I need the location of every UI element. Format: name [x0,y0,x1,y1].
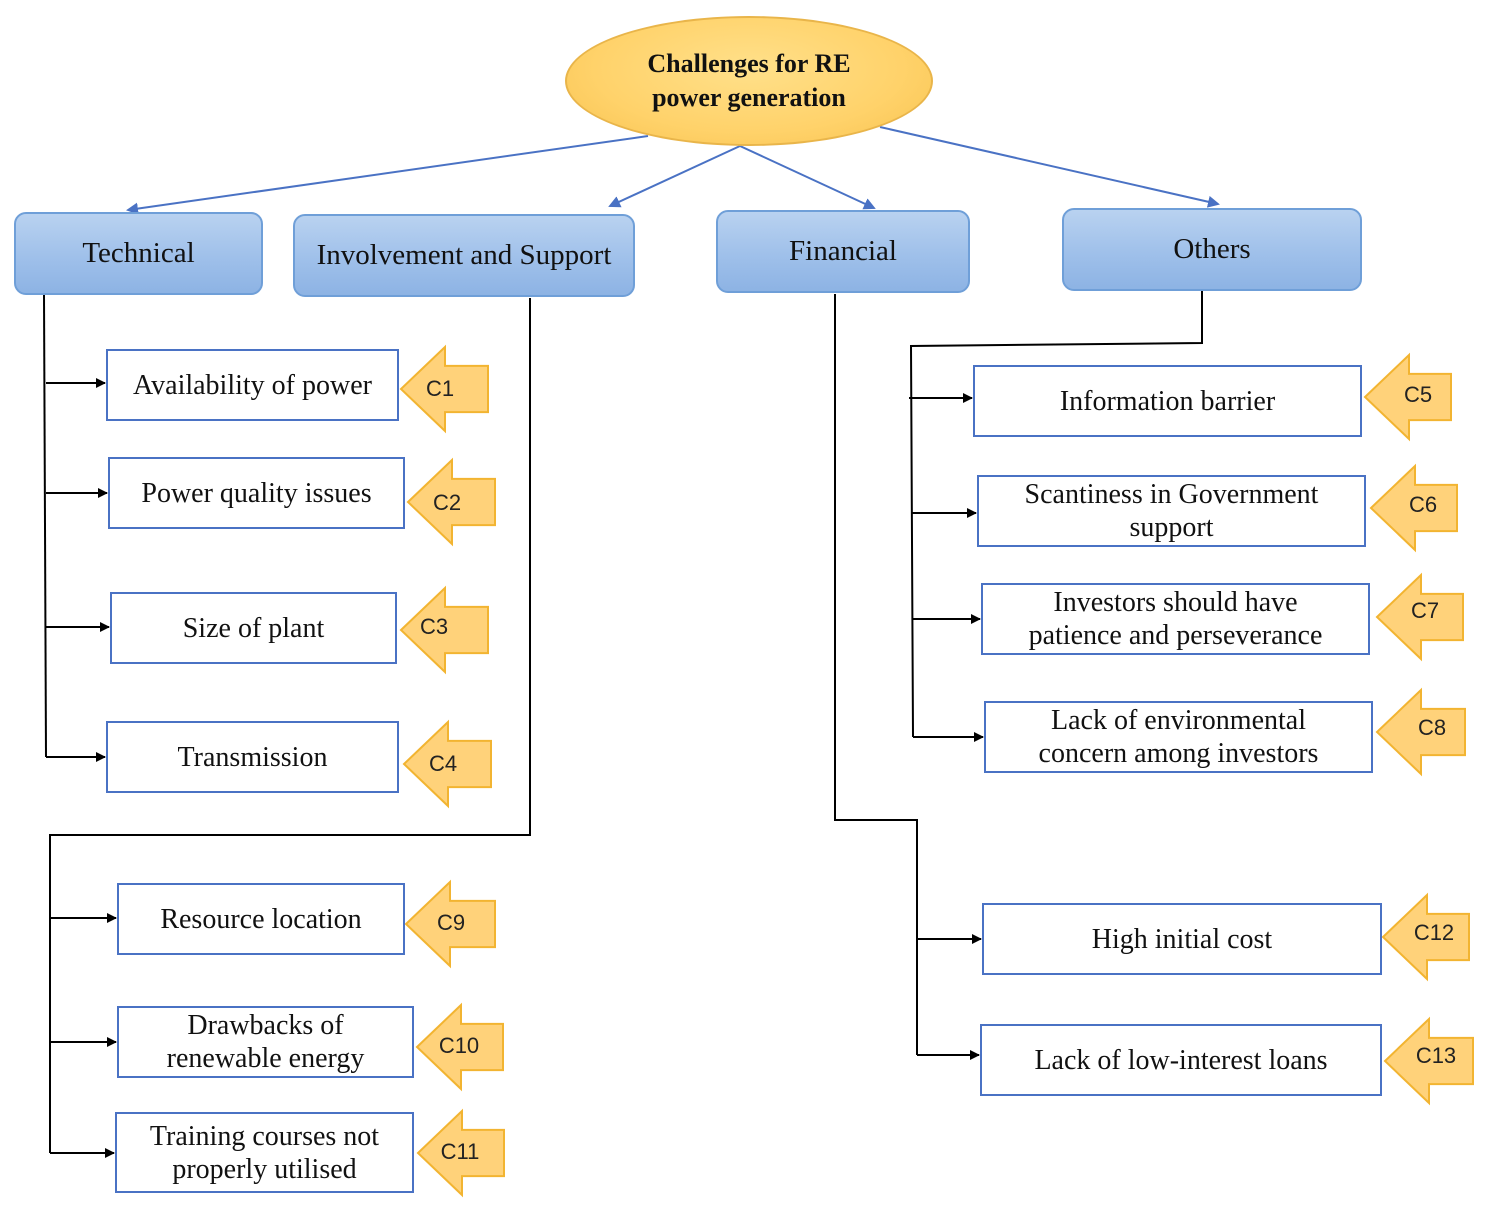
root-label: Challenges for RE power generation [647,49,851,112]
code-tag-c13: C13 [1415,1043,1457,1068]
code-arrow-shape-c2 [406,457,496,547]
code-arrow-shape-c6 [1369,463,1458,553]
category-involvement-and-support: Involvement and Support [293,214,635,297]
code-tag-c8: C8 [1417,715,1447,740]
root-to-financial-arrow [739,145,876,210]
code-tag-c10: C10 [438,1033,480,1058]
code-arrow-shape-c5 [1363,352,1452,442]
challenge-box-c8: Lack of environmental concern among inve… [984,701,1373,773]
challenge-box-c7: Investors should have patience and perse… [981,583,1370,655]
code-tag-c11: C11 [440,1139,480,1164]
challenge-box-c5: Information barrier [973,365,1362,437]
challenge-box-c2: Power quality issues [108,457,405,529]
code-arrow-shape-c11 [416,1108,505,1198]
category-financial: Financial [716,210,970,293]
challenge-box-c13: Lack of low-interest loans [980,1024,1382,1096]
others-trunk [909,291,1203,738]
code-arrow-shape-c12 [1381,892,1470,982]
code-arrow-shape-c4 [402,719,492,809]
code-arrow-shape-c10 [415,1002,504,1092]
code-tag-c9: C9 [436,910,466,935]
code-tag-arrows [399,344,1474,1198]
code-tag-c5: C5 [1403,382,1433,407]
root-to-involvement-arrow [608,145,741,208]
code-arrow-shape-c9 [404,879,496,969]
challenge-box-c1: Availability of power [106,349,399,421]
code-tag-c6: C6 [1408,492,1438,517]
root-node: Challenges for RE power generation [565,16,933,146]
code-arrow-shape-c8 [1375,687,1466,777]
code-tag-c3: C3 [419,614,449,639]
involvement-trunk [49,298,531,1153]
challenge-box-c6: Scantiness in Government support [977,475,1366,547]
code-arrow-shape-c7 [1375,572,1464,662]
code-tag-c2: C2 [432,490,462,515]
challenge-box-c3: Size of plant [110,592,397,664]
category-others: Others [1062,208,1362,291]
root-to-technical-arrow [126,135,649,215]
code-arrow-shape-c3 [399,585,489,675]
code-tag-c7: C7 [1410,598,1440,623]
technical-trunk [43,294,47,758]
code-arrow-shape-c1 [399,344,489,434]
code-tag-c1: C1 [425,376,455,401]
challenge-box-c9: Resource location [117,883,405,955]
category-technical: Technical [14,212,263,295]
challenge-box-c11: Training courses not properly utilised [115,1112,414,1193]
root-to-others-arrow [879,126,1220,208]
challenge-box-c12: High initial cost [982,903,1382,975]
financial-trunk [834,294,918,1055]
code-arrow-shape-c13 [1383,1016,1474,1106]
challenge-box-c4: Transmission [106,721,399,793]
challenge-box-c10: Drawbacks of renewable energy [117,1006,414,1078]
code-tag-c4: C4 [428,751,458,776]
code-tag-c12: C12 [1413,920,1455,945]
